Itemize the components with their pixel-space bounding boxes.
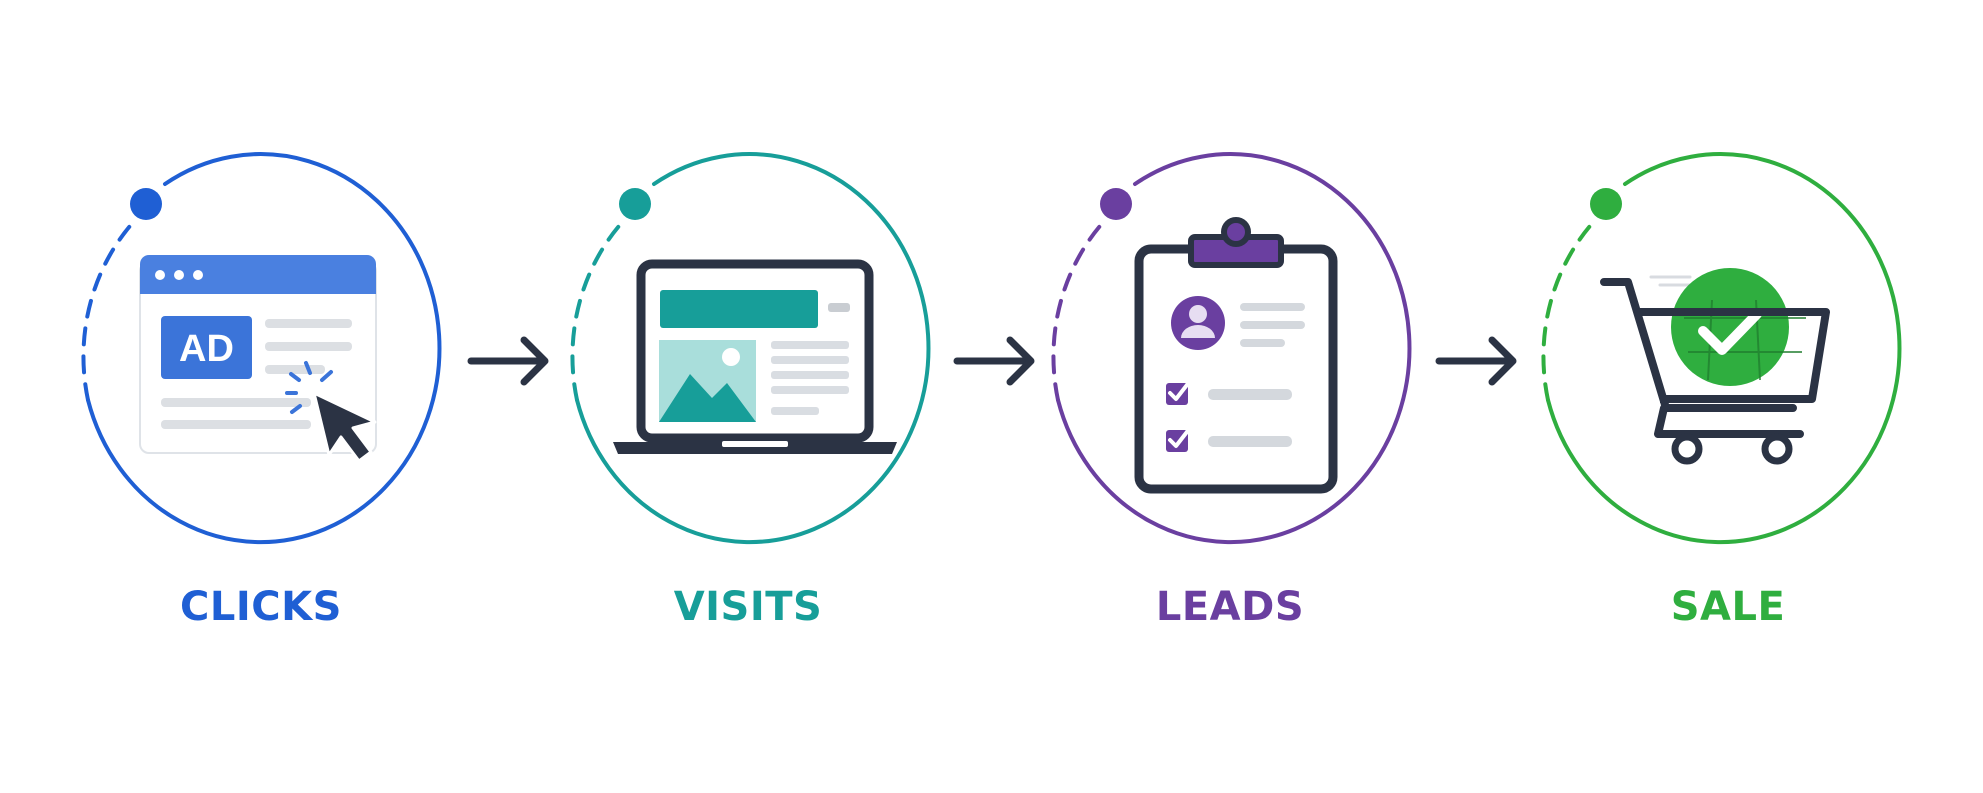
clicks-ring	[81, 152, 442, 545]
stage-label-sale: SALE	[1670, 584, 1786, 630]
laptop-webpage-icon	[613, 259, 897, 454]
leads-ring	[1051, 152, 1412, 545]
clipboard-form-icon	[1134, 217, 1338, 494]
arrow-right-icon	[467, 336, 549, 386]
stage-clicks: AD	[81, 152, 442, 545]
clicks-ring-dot	[130, 188, 162, 220]
cart-motion-lines	[1649, 275, 1694, 287]
check-badge	[1671, 268, 1789, 386]
leads-ring-dot	[1100, 188, 1132, 220]
stage-visits	[570, 152, 931, 545]
stage-leads	[1051, 152, 1412, 545]
ad-block	[161, 316, 252, 379]
stage-label-clicks: CLICKS	[180, 584, 342, 630]
shopping-cart-check-icon	[1600, 268, 1830, 465]
check-icon	[1698, 309, 1762, 355]
checkbox-icon	[1166, 426, 1192, 452]
click-burst	[285, 361, 333, 414]
arrow-right-icon	[1435, 336, 1517, 386]
visits-ring-dot	[619, 188, 651, 220]
stage-sale	[1541, 152, 1902, 545]
cursor-icon	[312, 391, 377, 463]
sale-ring-dot	[1590, 188, 1622, 220]
stage-label-visits: VISITS	[673, 584, 823, 630]
checkbox-icon	[1166, 379, 1192, 405]
ad-text: AD	[179, 328, 234, 370]
arrow-right-icon	[953, 336, 1035, 386]
visits-ring	[570, 152, 931, 545]
sale-ring	[1541, 152, 1902, 545]
browser-ad-click-icon: AD	[139, 255, 377, 463]
stage-label-leads: LEADS	[1155, 584, 1305, 630]
